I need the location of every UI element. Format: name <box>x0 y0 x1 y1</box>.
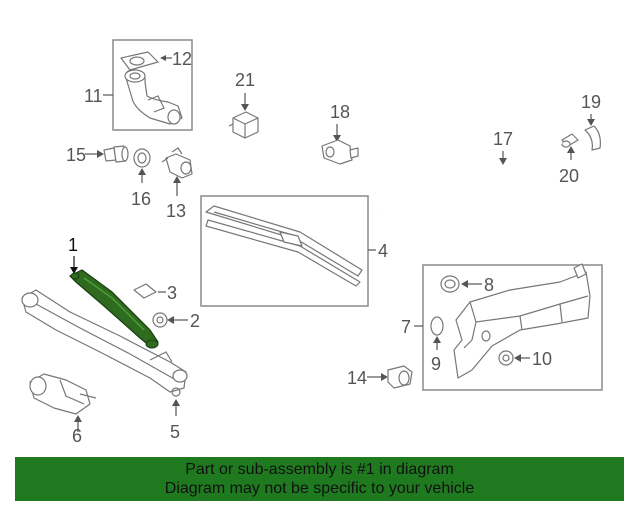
cap-part-3 <box>133 283 157 299</box>
callout-21: 21 <box>235 70 255 90</box>
arrow-8 <box>461 280 468 288</box>
blade-box-4 <box>200 195 369 307</box>
washer-tank-part-7 <box>453 263 591 379</box>
parts-diagram: 12 11 15 16 13 21 18 <box>21 39 603 446</box>
grommet-part-16 <box>133 148 151 168</box>
arrow-17 <box>499 158 507 165</box>
nozzle-elbow-part-11 <box>124 69 183 125</box>
wiper-motor-part-6 <box>29 373 97 415</box>
assembly-box-11 <box>112 39 193 131</box>
arrow-19 <box>587 119 595 126</box>
callout-11: 11 <box>84 86 103 106</box>
cap-part-8 <box>440 275 460 293</box>
arrow-16 <box>138 168 146 175</box>
arrow-6 <box>74 415 82 422</box>
callout-4: 4 <box>378 241 388 261</box>
nozzle-part-13 <box>161 147 193 179</box>
arrow-13 <box>173 176 181 183</box>
callout-16: 16 <box>131 189 151 209</box>
wiper-blade-part-4 <box>205 205 363 287</box>
arrow-10 <box>514 354 521 362</box>
arrow-5 <box>172 399 180 406</box>
connector-part-20 <box>561 133 579 148</box>
grommet-part-10 <box>498 350 514 366</box>
wiper-arm-part-1 <box>68 269 159 349</box>
callout-5: 5 <box>170 422 180 442</box>
arrow-20 <box>567 146 575 153</box>
info-banner: Part or sub-assembly is #1 in diagram Di… <box>15 457 624 501</box>
seal-part-9 <box>430 316 444 336</box>
arrow-14 <box>381 373 388 381</box>
callout-20: 20 <box>559 166 579 186</box>
washer-hose-part-17 <box>376 141 563 211</box>
callout-19: 19 <box>581 92 601 112</box>
pump-part-14 <box>387 365 413 389</box>
linkage-part-5 <box>21 289 188 397</box>
banner-line-2: Diagram may not be specific to your vehi… <box>164 480 475 497</box>
callout-6: 6 <box>72 426 82 446</box>
hose-elbow-part-19 <box>584 125 601 151</box>
callout-13: 13 <box>166 201 186 221</box>
callout-7: 7 <box>401 317 411 337</box>
arrow-12 <box>160 55 166 61</box>
nut-part-2 <box>152 312 168 328</box>
callout-1: 1 <box>68 235 78 255</box>
arrow-18 <box>333 135 341 142</box>
check-valve-part-18 <box>321 139 359 165</box>
gasket-part-12 <box>120 51 159 71</box>
arrow-2 <box>167 316 174 324</box>
callout-9: 9 <box>431 354 441 374</box>
arrow-15 <box>97 150 104 158</box>
callout-14: 14 <box>347 368 367 388</box>
arrow-1 <box>70 267 78 274</box>
callout-18: 18 <box>330 102 350 122</box>
callout-12: 12 <box>172 49 192 69</box>
tank-box-7 <box>422 264 603 391</box>
connector-part-15 <box>103 145 129 163</box>
arrow-9 <box>433 336 441 343</box>
callout-10: 10 <box>532 349 552 369</box>
arrow-21 <box>241 104 249 111</box>
banner-line-1: Part or sub-assembly is #1 in diagram <box>185 461 454 478</box>
callout-8: 8 <box>484 275 494 295</box>
callout-2: 2 <box>190 311 200 331</box>
pump-motor-part-21 <box>228 111 259 139</box>
callout-3: 3 <box>167 283 177 303</box>
callout-15: 15 <box>66 145 86 165</box>
callout-17: 17 <box>493 129 513 149</box>
